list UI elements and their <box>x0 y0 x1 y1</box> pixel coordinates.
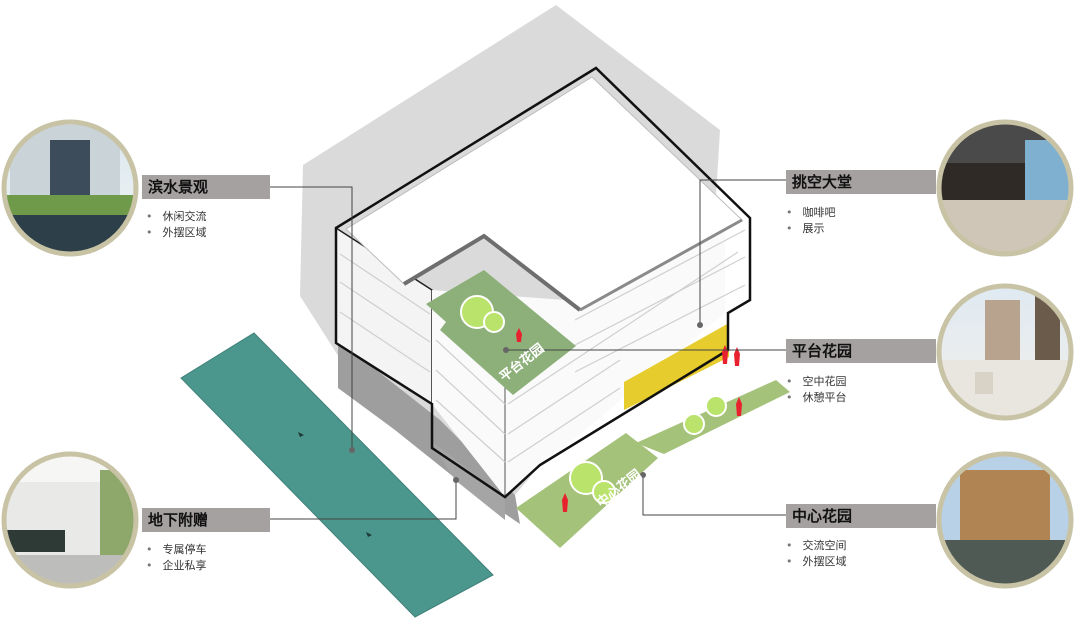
list-item: 咖啡吧 <box>786 205 836 221</box>
tree <box>483 311 505 333</box>
waterfront-title: 滨水景观 <box>142 175 270 199</box>
terrace-title: 平台花园 <box>786 339 936 363</box>
ground-garden-strip <box>636 380 790 454</box>
roof-parapet-right <box>579 218 743 312</box>
center-title: 中心花园 <box>786 504 936 528</box>
list-item: 外摆区域 <box>146 225 207 241</box>
lobby-yellow <box>624 323 729 410</box>
people-figures <box>562 345 742 512</box>
floor-lines <box>339 229 746 463</box>
tree <box>705 395 727 417</box>
list-item: 专属停车 <box>146 542 207 558</box>
building-outline <box>334 66 752 499</box>
basement-title: 地下附赠 <box>142 508 270 532</box>
list-item: 休闲交流 <box>146 209 207 225</box>
terrace-garden <box>426 270 576 395</box>
photo-terrace <box>936 283 1074 421</box>
basement-water-slab <box>180 332 494 618</box>
leader-lines <box>270 179 786 520</box>
lobby-title: 挑空大堂 <box>786 170 936 194</box>
tree <box>592 480 616 504</box>
list-item: 交流空间 <box>786 538 847 554</box>
photo-waterfront <box>1 119 139 257</box>
lobby-items: 咖啡吧 展示 <box>786 205 836 237</box>
basement-items: 专属停车 企业私享 <box>146 542 207 574</box>
leader-dots <box>349 322 703 483</box>
list-item: 外摆区域 <box>786 554 847 570</box>
center-items: 交流空间 外摆区域 <box>786 538 847 570</box>
list-item: 企业私享 <box>146 558 207 574</box>
photo-basement <box>1 451 139 589</box>
list-item: 空中花园 <box>786 374 847 390</box>
list-item: 展示 <box>786 221 836 237</box>
person-figure <box>516 328 522 342</box>
photo-center-garden <box>936 451 1074 589</box>
roof-parapet <box>402 233 582 312</box>
waterfront-items: 休闲交流 外摆区域 <box>146 209 207 241</box>
tree <box>683 413 705 435</box>
terrace-items: 空中花园 休憩平台 <box>786 374 847 406</box>
photo-lobby <box>936 119 1074 257</box>
list-item: 休憩平台 <box>786 390 847 406</box>
